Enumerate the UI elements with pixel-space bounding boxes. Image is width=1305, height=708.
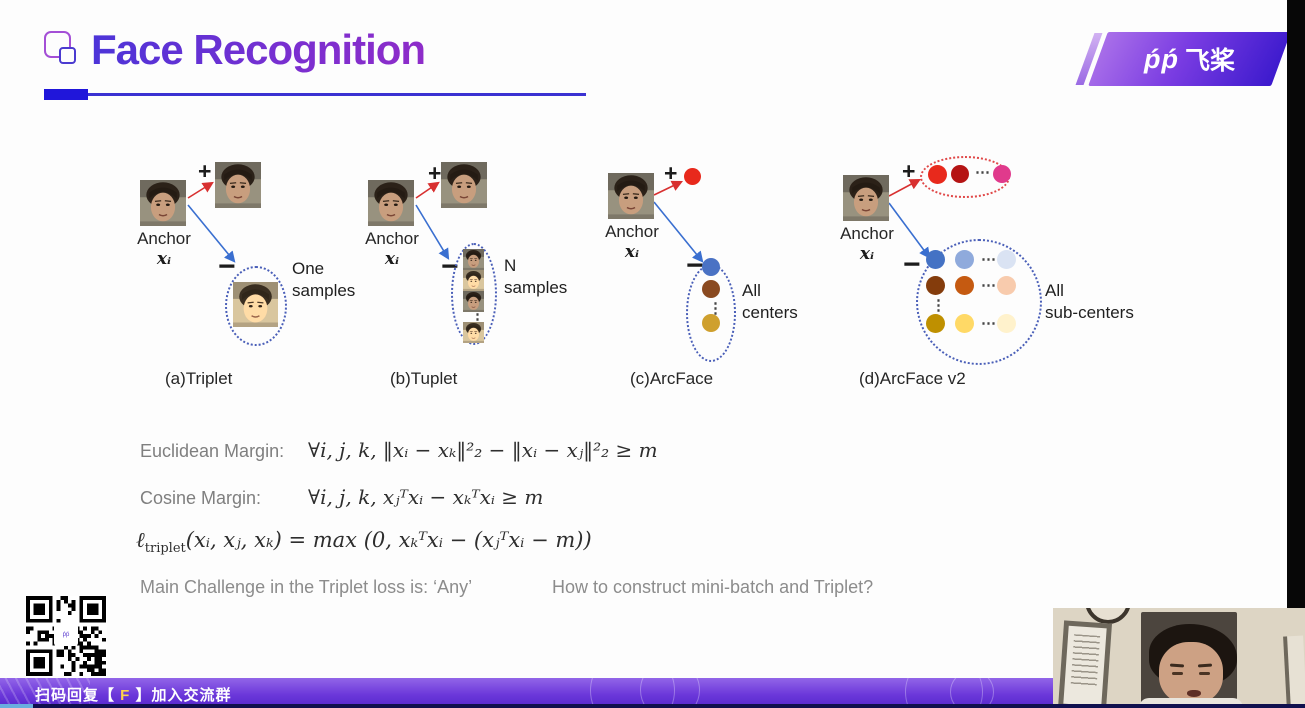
footer-hatch-decoration [0, 678, 90, 708]
title-underline [88, 93, 586, 96]
diagram-arcface-v2: + ⋯ Anchor xᵢ − ⋯ ⋯ ⋮ ⋯ All sub-centers … [835, 150, 1155, 400]
footer-reply-key: F [120, 687, 131, 704]
subcenter-dot [926, 250, 945, 269]
subcenter-dot [926, 276, 945, 295]
anchor-math-label: xᵢ [859, 244, 875, 264]
subcenter-dot [997, 276, 1016, 295]
negative-face-image [233, 282, 278, 327]
center-dot [702, 314, 720, 332]
horizontal-ellipsis: ⋯ [975, 164, 991, 181]
anchor-face-image [140, 180, 186, 226]
vertical-ellipsis: ⋮ [931, 297, 947, 314]
challenge-text-left: Main Challenge in the Triplet loss is: ‘… [140, 577, 473, 597]
subcenter-dot [955, 314, 974, 333]
subcenters-circle [916, 239, 1042, 365]
diagram-tuplet: + Anchor xᵢ − ⋮ N samples (b)Tuplet [358, 150, 608, 400]
horizontal-ellipsis: ⋯ [981, 277, 997, 294]
horizontal-ellipsis: ⋯ [981, 315, 997, 332]
vertical-ellipsis: ⋮ [708, 300, 724, 317]
subcenter-dot [926, 314, 945, 333]
speaker-mouth [1187, 690, 1201, 697]
slide-pages-icon [44, 31, 86, 77]
title-underline-accent [44, 89, 88, 100]
video-seekbar-played [0, 704, 33, 708]
positive-face-image [441, 162, 487, 208]
minus-sign: − [903, 248, 921, 281]
diagram-caption: (d)ArcFace v2 [859, 369, 966, 388]
anchor-math-label: xᵢ [156, 249, 172, 269]
qr-center-logo: ṕṕ [54, 624, 78, 646]
triplet-loss-formula: ℓtriplet(xᵢ, xⱼ, xₖ) = max (0, xₖᵀxᵢ − (… [136, 528, 592, 557]
center-dot [702, 258, 720, 276]
letterbox-right [1287, 0, 1305, 610]
footer-cta-text: 扫码回复【 F 】加入交流群 [35, 687, 232, 704]
picture-frame [1057, 620, 1113, 708]
subcenter-dot [955, 276, 974, 295]
diagram-caption: (c)ArcFace [630, 369, 714, 388]
positive-face-image [215, 162, 261, 208]
subcenter-dot [997, 250, 1016, 269]
set-size-label: N samples [504, 256, 568, 297]
plus-sign: + [902, 158, 916, 184]
plus-sign: + [428, 160, 442, 186]
negative-set-ellipse [225, 266, 287, 346]
set-size-label: All centers [742, 281, 798, 322]
anchor-face-image [368, 180, 414, 226]
anchor-label: Anchor [137, 229, 191, 248]
positive-subcenter-dot [928, 165, 947, 184]
minus-sign: − [218, 250, 236, 283]
anchor-face-image [608, 173, 654, 219]
diagram-caption: (b)Tuplet [390, 369, 458, 388]
cosine-margin-formula: ∀i, j, k, xⱼᵀxᵢ − xₖᵀxᵢ ≥ m [308, 485, 544, 509]
negative-face-image [463, 270, 484, 291]
diagram-arcface: + Anchor xᵢ − ⋮ All centers (c)ArcFace [600, 150, 850, 400]
positive-subcenter-dot [993, 165, 1011, 183]
horizontal-ellipsis: ⋯ [981, 251, 997, 268]
negative-face-image [463, 322, 484, 343]
subcenter-dot [997, 314, 1016, 333]
brand-logo-pp-glyph: ṕṕ [1143, 43, 1179, 74]
center-dot [702, 280, 720, 298]
anchor-label: Anchor [365, 229, 419, 248]
anchor-face-image [843, 175, 889, 221]
set-size-label: One samples [292, 259, 356, 300]
negative-face-image [463, 249, 484, 270]
negative-face-image [463, 291, 484, 312]
subcenter-dot [955, 250, 974, 269]
cosine-margin-label: Cosine Margin: [140, 488, 262, 508]
video-seekbar[interactable] [0, 704, 1305, 708]
challenge-text-right: How to construct mini-batch and Triplet? [552, 577, 874, 597]
plus-sign: + [198, 158, 212, 184]
anchor-math-label: xᵢ [624, 242, 640, 262]
qr-code: ṕṕ [25, 596, 107, 676]
anchor-label: Anchor [840, 224, 894, 243]
brand-logo-name: 飞桨 [1184, 47, 1235, 75]
brand-logo: ṕṕ 飞桨 [1088, 32, 1291, 86]
plus-sign: + [664, 160, 678, 186]
positive-subcenter-dot [951, 165, 969, 183]
picture-frame-right [1283, 635, 1305, 708]
negative-set-ellipse [451, 243, 497, 345]
set-size-label: All sub-centers [1045, 281, 1134, 322]
euclidean-margin-label: Euclidean Margin: [140, 441, 285, 461]
webcam-video [1053, 608, 1305, 708]
diagram-caption: (a)Triplet [165, 369, 233, 388]
diagram-triplet: + Anchor xᵢ − One samples (a)Triplet [130, 150, 380, 400]
anchor-math-label: xᵢ [384, 249, 400, 269]
anchor-label: Anchor [605, 222, 659, 241]
euclidean-margin-formula: ∀i, j, k, ‖xᵢ − xₖ‖²₂ − ‖xᵢ − xⱼ‖²₂ ≥ m [308, 438, 658, 462]
positive-center-dot [684, 168, 701, 185]
speaker-shirt [1139, 698, 1243, 708]
page-title: Face Recognition [91, 26, 426, 73]
